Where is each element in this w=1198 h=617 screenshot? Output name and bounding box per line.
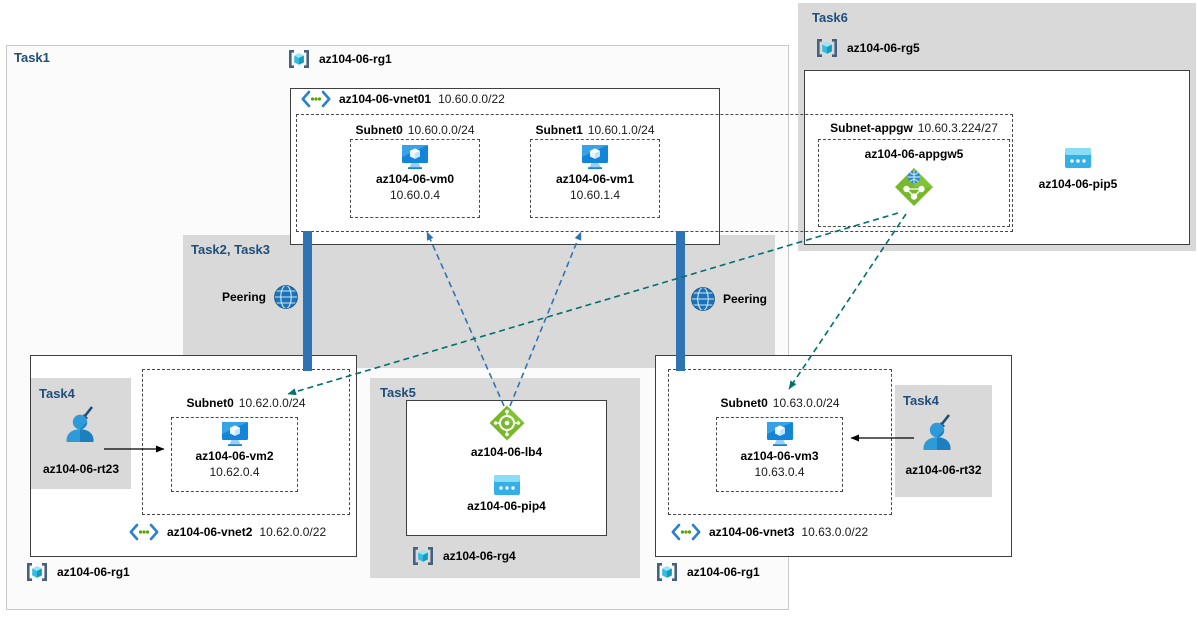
globe-icon bbox=[274, 284, 298, 310]
subnet-appgw-name: Subnet-appgw bbox=[830, 121, 913, 135]
vm1-ip: 10.60.1.4 bbox=[569, 188, 621, 202]
subnet0-vnet01-name: Subnet0 bbox=[355, 123, 403, 137]
task6-label: Task6 bbox=[812, 10, 848, 25]
appgw5-name: az104-06-appgw5 bbox=[864, 147, 964, 161]
vnet2-name: az104-06-vnet2 bbox=[167, 525, 253, 539]
pip5-name: az104-06-pip5 bbox=[1038, 177, 1118, 191]
vm2-group: az104-06-vm2 10.62.0.4 bbox=[171, 421, 298, 479]
rt32-icon-wrap bbox=[917, 412, 959, 459]
vm3-name: az104-06-vm3 bbox=[740, 449, 819, 463]
peering-left-label: Peering bbox=[222, 290, 267, 304]
resource-group-icon bbox=[27, 563, 47, 581]
vnet3-cidr: 10.63.0.0/22 bbox=[801, 525, 869, 539]
subnet0-vnet2-box bbox=[142, 369, 350, 515]
rg5-label: az104-06-rg5 bbox=[847, 41, 920, 55]
vnet01-cidr: 10.60.0.0/22 bbox=[438, 92, 505, 106]
public-ip-icon bbox=[493, 475, 520, 495]
subnet0-vnet3-cidr: 10.63.0.0/24 bbox=[772, 396, 840, 410]
rg1-bottom-right-label: az104-06-rg1 bbox=[687, 565, 760, 579]
rg1-bottom-left-group: az104-06-rg1 bbox=[24, 559, 130, 585]
vm2-ip: 10.62.0.4 bbox=[209, 465, 260, 479]
subnet1-vnet01-cidr: 10.60.1.0/24 bbox=[587, 123, 655, 137]
vm2-name: az104-06-vm2 bbox=[195, 449, 274, 463]
rg1-top-group: az104-06-rg1 bbox=[286, 46, 392, 72]
rg4-group: az104-06-rg4 bbox=[410, 543, 516, 569]
peering-right-label: Peering bbox=[723, 292, 768, 306]
rt32-name: az104-06-rt32 bbox=[905, 463, 982, 477]
task4-right-label: Task4 bbox=[903, 393, 939, 408]
peering-right-group: Peering bbox=[690, 286, 767, 312]
pip4-name: az104-06-pip4 bbox=[467, 499, 546, 513]
rg5-group: az104-06-rg5 bbox=[814, 35, 920, 61]
vnet3-name: az104-06-vnet3 bbox=[709, 525, 795, 539]
subnet0-vnet3-name: Subnet0 bbox=[720, 396, 768, 410]
vm3-ip: 10.63.0.4 bbox=[754, 465, 805, 479]
subnet0-vnet01-cidr: 10.60.0.0/24 bbox=[407, 123, 475, 137]
rt23-label-wrap: az104-06-rt23 bbox=[31, 460, 131, 478]
peering-bar-right bbox=[676, 231, 685, 371]
rg1-bottom-left-label: az104-06-rg1 bbox=[57, 565, 130, 579]
vm0-group: az104-06-vm0 10.60.0.4 bbox=[350, 144, 480, 202]
resource-group-icon bbox=[657, 563, 677, 581]
task23-label: Task2, Task3 bbox=[191, 242, 271, 257]
vm0-ip: 10.60.0.4 bbox=[389, 188, 441, 202]
vm2-box bbox=[171, 417, 298, 492]
public-ip-icon bbox=[1065, 148, 1091, 168]
vm0-name: az104-06-vm0 bbox=[375, 172, 455, 186]
peering-bar-left bbox=[303, 231, 312, 371]
vm1-name: az104-06-vm1 bbox=[555, 172, 635, 186]
vnet-icon bbox=[129, 523, 159, 541]
task1-label: Task1 bbox=[14, 50, 50, 65]
vm-icon bbox=[582, 145, 608, 169]
vm1-group: az104-06-vm1 10.60.1.4 bbox=[530, 144, 660, 202]
rt23-name: az104-06-rt23 bbox=[42, 462, 120, 476]
subnet-appgw-cidr: 10.60.3.224/27 bbox=[917, 121, 998, 135]
rt32-label-wrap: az104-06-rt32 bbox=[895, 461, 992, 479]
task5-label: Task5 bbox=[380, 385, 416, 400]
user-arrow-icon bbox=[923, 414, 951, 450]
subnet-appgw-label: Subnet-appgw 10.60.3.224/27 bbox=[818, 121, 1010, 135]
globe-icon bbox=[691, 286, 715, 312]
subnet0-vnet3-label: Subnet0 10.63.0.0/24 bbox=[668, 396, 892, 410]
rg1-top-label: az104-06-rg1 bbox=[319, 52, 392, 66]
user-arrow-icon bbox=[66, 406, 94, 442]
subnet0-vnet2-label: Subnet0 10.62.0.0/24 bbox=[142, 396, 350, 410]
vm-icon bbox=[221, 422, 248, 446]
app-gateway-icon bbox=[895, 168, 933, 206]
peering-left-group: Peering bbox=[222, 284, 299, 310]
rt23-icon-wrap bbox=[60, 404, 102, 451]
subnet1-vnet01-name: Subnet1 bbox=[535, 123, 583, 137]
resource-group-icon bbox=[817, 39, 837, 57]
vnet3-footer: az104-06-vnet3 10.63.0.0/22 bbox=[670, 523, 868, 541]
subnet1-vnet01-label: Subnet1 10.60.1.0/24 bbox=[526, 123, 664, 137]
rg4-label: az104-06-rg4 bbox=[443, 549, 516, 563]
vnet2-cidr: 10.62.0.0/22 bbox=[259, 525, 327, 539]
vm-icon bbox=[402, 145, 428, 169]
vnet01-header: az104-06-vnet01 10.60.0.0/22 bbox=[300, 90, 505, 108]
vm3-group: az104-06-vm3 10.63.0.4 bbox=[716, 421, 843, 479]
vnet-icon bbox=[301, 90, 331, 108]
subnet0-vnet01-label: Subnet0 10.60.0.0/24 bbox=[346, 123, 484, 137]
vm-icon bbox=[766, 422, 793, 446]
rg1-bottom-right-group: az104-06-rg1 bbox=[654, 559, 760, 585]
vnet01-name: az104-06-vnet01 bbox=[339, 92, 432, 106]
subnet0-vnet2-name: Subnet0 bbox=[186, 396, 234, 410]
lb4-group: az104-06-lb4 az104-06-pip4 bbox=[406, 404, 607, 513]
load-balancer-icon bbox=[489, 405, 524, 441]
appgw5-group: az104-06-appgw5 bbox=[818, 147, 1010, 209]
appgw5-box bbox=[818, 139, 1010, 227]
resource-group-icon bbox=[413, 547, 433, 565]
task4-left-label: Task4 bbox=[39, 386, 75, 401]
vm3-box bbox=[716, 417, 843, 492]
vnet-icon bbox=[671, 523, 701, 541]
vnet2-footer: az104-06-vnet2 10.62.0.0/22 bbox=[128, 523, 326, 541]
lb4-name: az104-06-lb4 bbox=[470, 445, 543, 459]
resource-group-icon bbox=[289, 50, 309, 68]
subnet0-vnet2-cidr: 10.62.0.0/24 bbox=[238, 396, 306, 410]
pip5-group: az104-06-pip5 bbox=[1018, 147, 1138, 191]
